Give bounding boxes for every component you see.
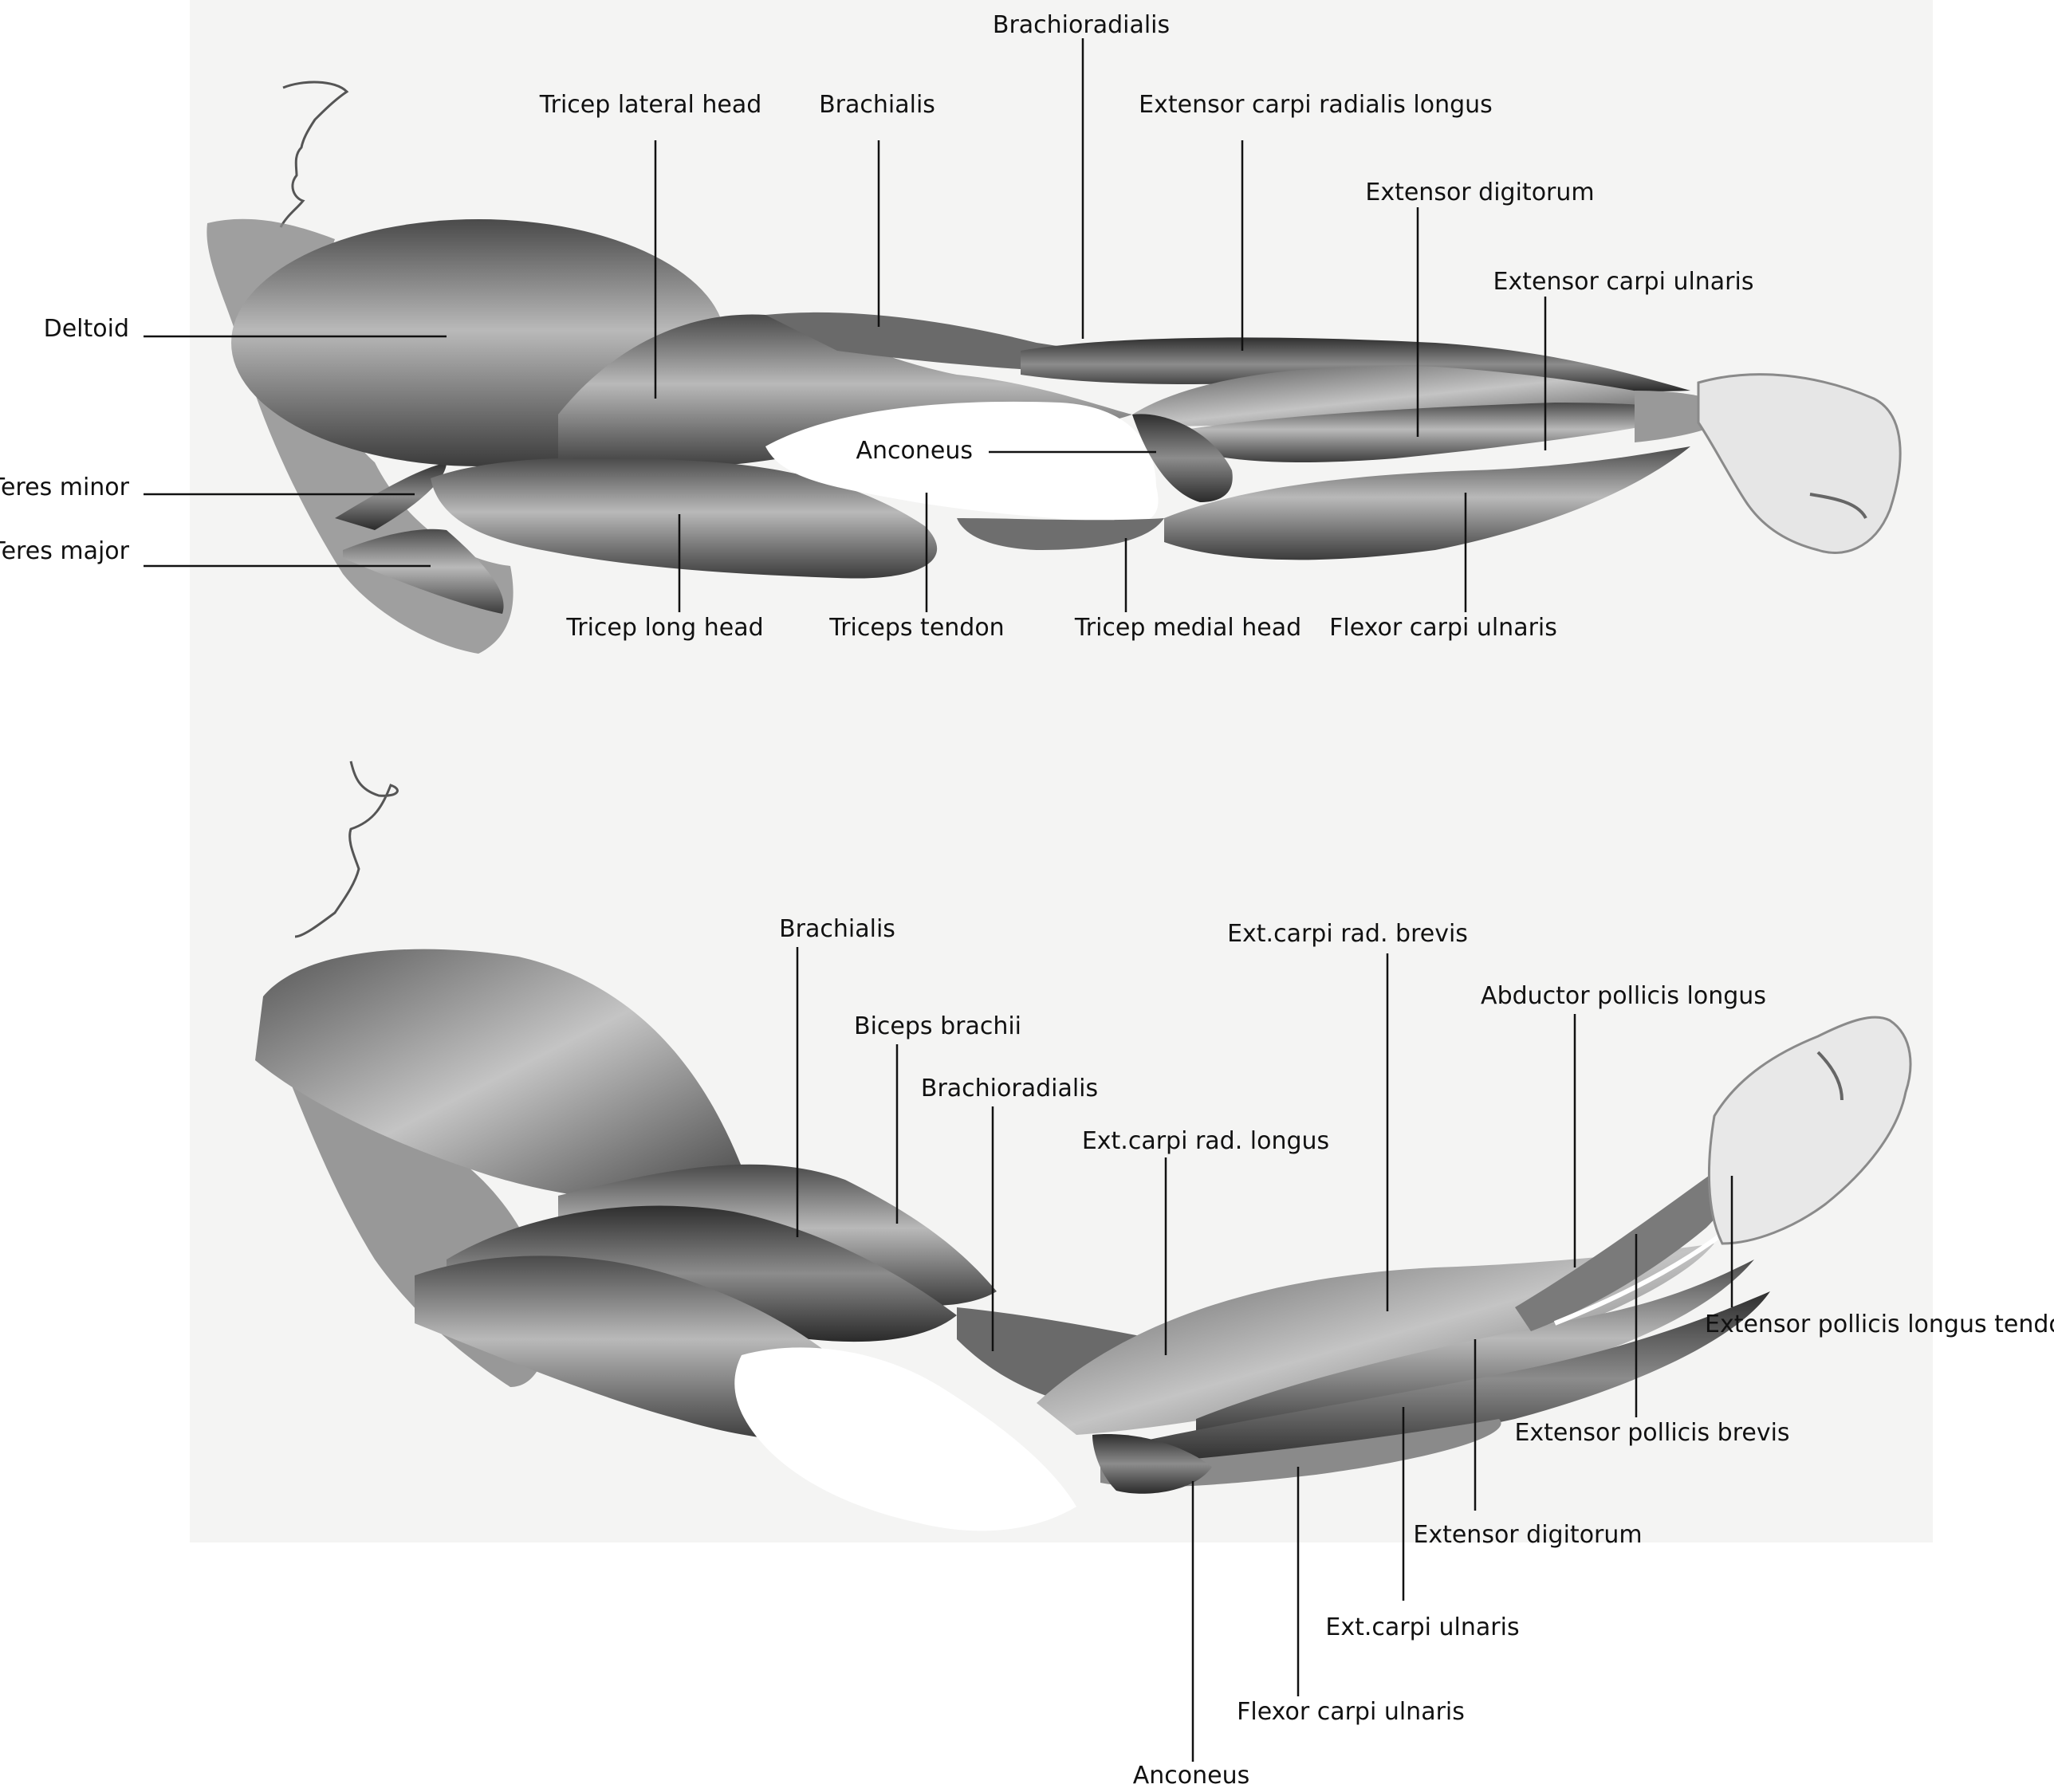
- label-top-tricep-lateral-head: Tricep lateral head: [539, 91, 762, 119]
- label-bottom-ext-carpi-rad-longus: Ext.carpi rad. longus: [1081, 1127, 1330, 1155]
- top-tricep-long-head: [431, 458, 938, 579]
- label-top-flexor-carpi-ulnaris: Flexor carpi ulnaris: [1329, 614, 1557, 642]
- label-top-extensor-carpi-radialis-longus: Extensor carpi radialis longus: [1139, 91, 1493, 119]
- top-flexor-carpi-ulnaris: [1164, 446, 1690, 560]
- bottom-arm: [255, 760, 1912, 1531]
- label-bottom-brachialis: Brachialis: [779, 915, 895, 943]
- label-top-tricep-long-head: Tricep long head: [566, 614, 764, 642]
- bottom-elbow-white: [734, 1347, 1076, 1531]
- label-top-brachioradialis: Brachioradialis: [992, 11, 1171, 39]
- label-bottom-flexor-carpi-ulnaris: Flexor carpi ulnaris: [1237, 1698, 1465, 1726]
- label-top-tricep-medial-head: Tricep medial head: [1074, 614, 1302, 642]
- label-top-brachialis: Brachialis: [819, 91, 935, 119]
- bottom-anconeus: [1092, 1434, 1212, 1494]
- label-bottom-abductor-pollicis-longus: Abductor pollicis longus: [1481, 982, 1766, 1010]
- label-top-deltoid: Deltoid: [43, 315, 129, 343]
- label-bottom-extensor-digitorum: Extensor digitorum: [1413, 1521, 1643, 1549]
- label-bottom-extensor-pollicis-brevis: Extensor pollicis brevis: [1514, 1419, 1790, 1447]
- top-extensor-digitorum: [1180, 403, 1706, 462]
- label-bottom-brachioradialis: Brachioradialis: [920, 1075, 1099, 1102]
- top-teres-minor: [335, 462, 447, 530]
- label-top-teres-major: Teres major: [0, 537, 129, 565]
- bottom-fist-knuckle: [1816, 1051, 1843, 1101]
- label-bottom-extensor-pollicis-longus-tendon: Extensor pollicis longus tendon: [1705, 1311, 2054, 1338]
- label-top-anconeus: Anconeus: [856, 437, 974, 465]
- top-fist: [1697, 373, 1902, 554]
- top-teres-major: [343, 529, 504, 614]
- leader-lines: [144, 38, 1733, 1762]
- top-fist-knuckle: [1809, 493, 1867, 520]
- bottom-thumb-tendons: [1515, 1172, 1729, 1331]
- bottom-fist: [1707, 1016, 1912, 1245]
- bottom-face-profile: [294, 760, 399, 938]
- label-bottom-biceps-brachii: Biceps brachii: [853, 1012, 1022, 1040]
- label-bottom-anconeus: Anconeus: [1132, 1762, 1250, 1790]
- bottom-ext-carpi-ulnaris: [1100, 1291, 1770, 1467]
- label-bottom-ext-carpi-ulnaris: Ext.carpi ulnaris: [1325, 1613, 1520, 1641]
- top-tricep-medial-head: [957, 518, 1164, 550]
- top-arm: [207, 81, 1902, 654]
- label-bottom-ext-carpi-rad-brevis: Ext.carpi rad. brevis: [1227, 920, 1468, 948]
- top-face-profile: [279, 81, 349, 228]
- bottom-extensor-pollicis-longus-tendon: [1553, 1225, 1732, 1326]
- label-top-extensor-digitorum: Extensor digitorum: [1365, 179, 1595, 206]
- bottom-deltoid: [255, 949, 750, 1202]
- label-top-teres-minor: Teres minor: [0, 474, 129, 501]
- top-anconeus: [1132, 414, 1233, 502]
- label-top-triceps-tendon: Triceps tendon: [829, 614, 1005, 642]
- label-top-extensor-carpi-ulnaris: Extensor carpi ulnaris: [1493, 268, 1754, 296]
- top-triceps-tendon: [765, 401, 1159, 524]
